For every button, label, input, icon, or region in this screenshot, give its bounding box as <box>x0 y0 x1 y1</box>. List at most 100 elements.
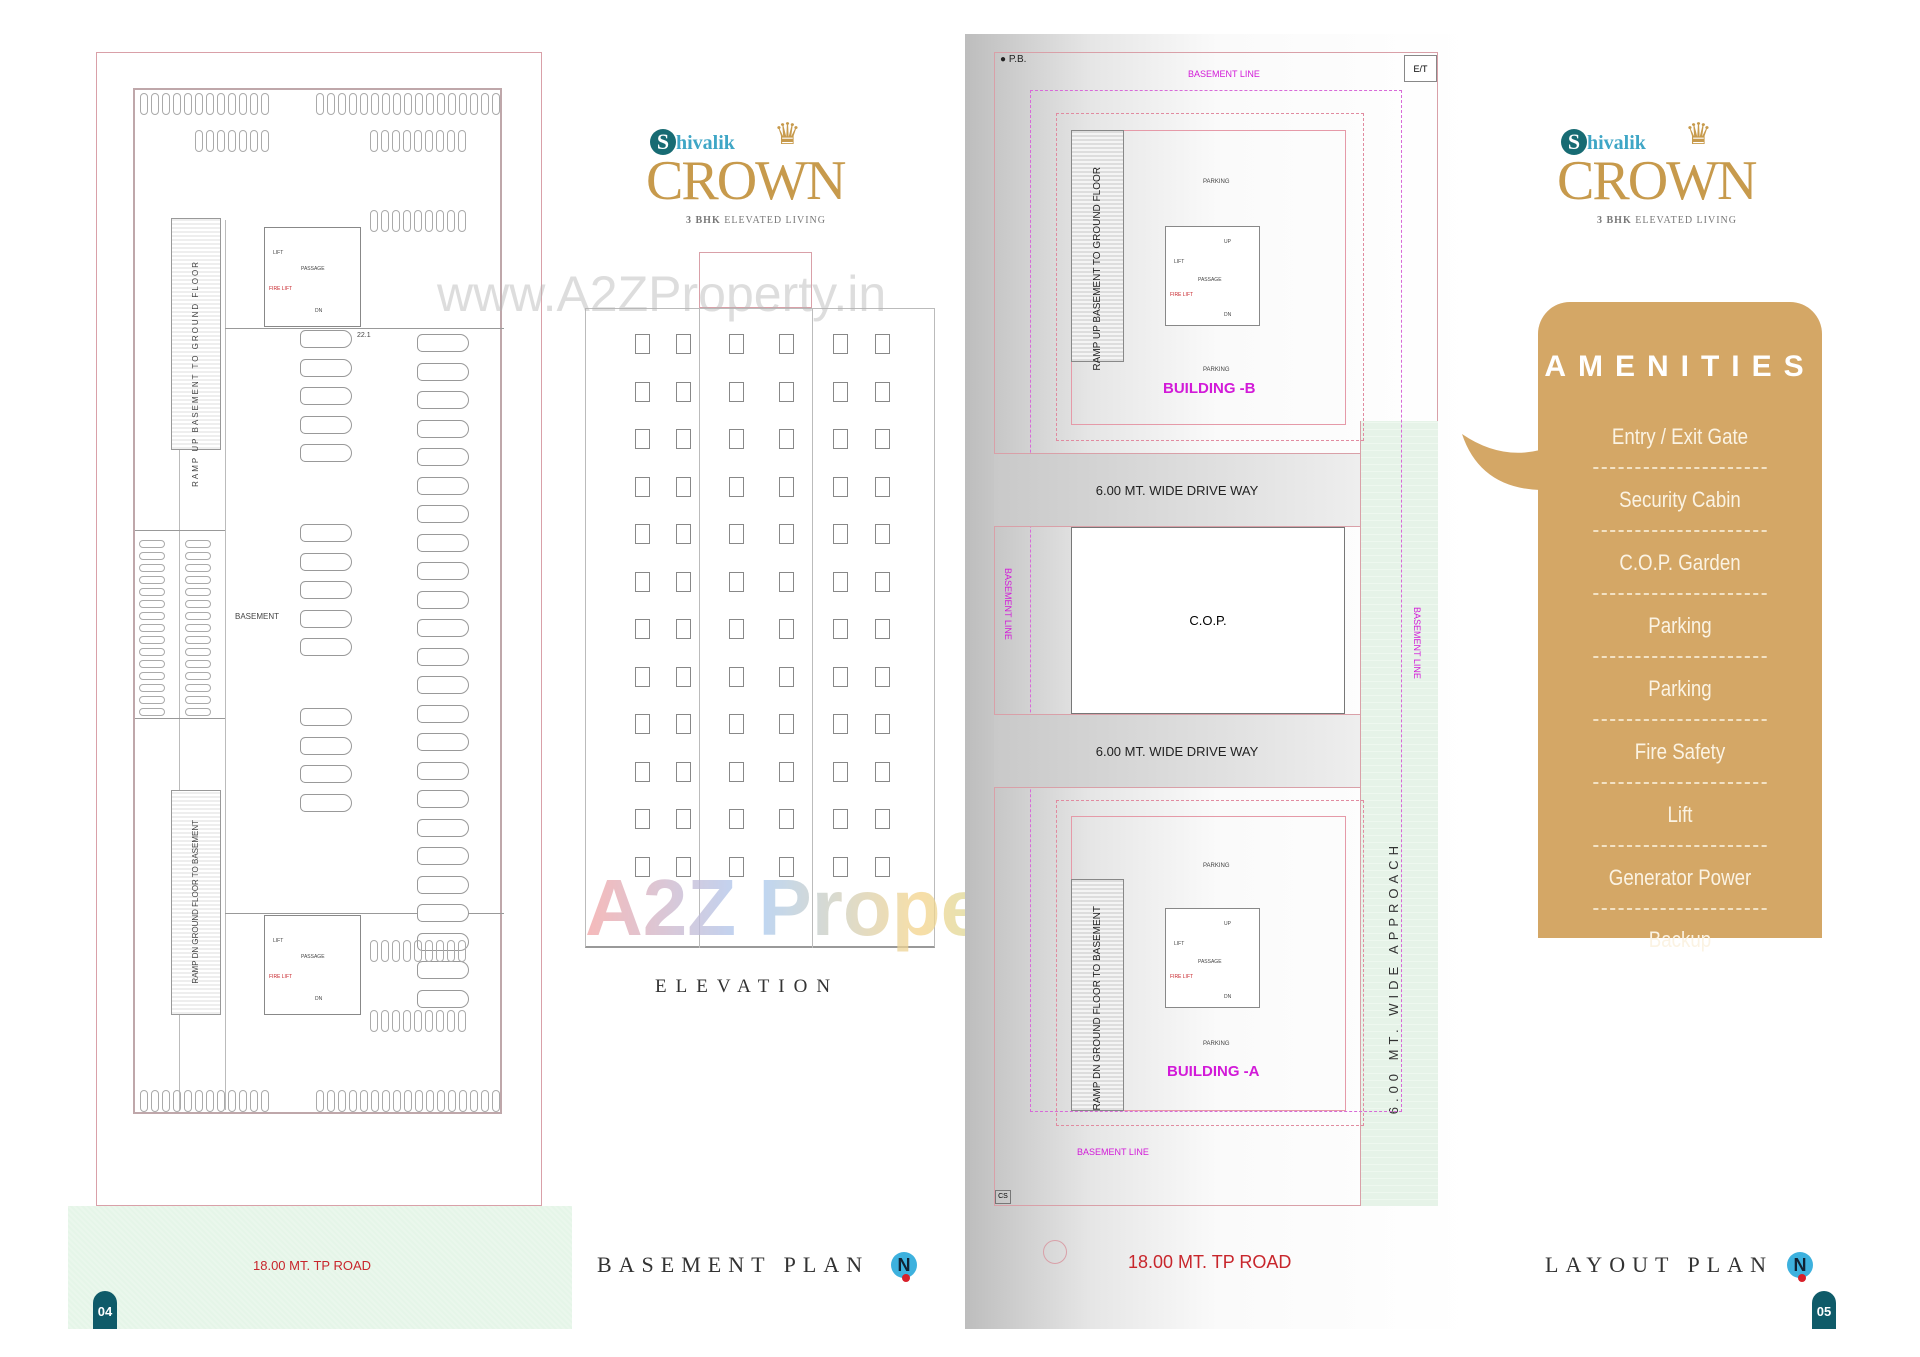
north-icon: N <box>1787 1252 1813 1282</box>
car-bay <box>417 362 469 381</box>
bike-bay <box>173 1090 181 1112</box>
bike-bay <box>447 940 455 962</box>
car-bay <box>300 736 352 755</box>
bike-bay <box>228 93 236 115</box>
bike-bay <box>217 1090 225 1112</box>
bike-bay <box>206 1090 214 1112</box>
bike-bay <box>360 1090 368 1112</box>
bike-bay <box>425 130 433 152</box>
bike-bay <box>217 93 225 115</box>
bike-bay <box>426 93 434 115</box>
basement-line-right: BASEMENT LINE <box>1412 607 1422 679</box>
bike-bay <box>381 210 389 232</box>
car-bay <box>417 989 469 1008</box>
car-bay <box>417 505 469 523</box>
bike-bay <box>393 93 401 115</box>
bike-bay <box>448 1090 456 1112</box>
car-bay <box>300 330 352 348</box>
bike-bay <box>425 210 433 232</box>
bike-bay <box>403 940 411 962</box>
window <box>635 666 650 687</box>
window <box>729 476 744 497</box>
window <box>729 524 744 544</box>
bike-bay <box>370 210 378 232</box>
ramp-up <box>171 218 221 450</box>
bike-bay <box>139 540 165 548</box>
window <box>676 714 691 734</box>
window <box>875 524 890 544</box>
bike-bay <box>371 93 379 115</box>
bike-bay <box>185 708 211 716</box>
window <box>635 856 650 877</box>
bike-bay <box>316 93 324 115</box>
bike-bay <box>195 130 203 152</box>
bike-bay <box>139 696 165 704</box>
basement-line-top: BASEMENT LINE <box>1188 69 1260 79</box>
window <box>729 761 744 782</box>
elevation-drawing <box>585 252 935 948</box>
bike-bay <box>261 130 269 152</box>
bike-bay <box>381 1010 389 1032</box>
window <box>729 429 744 449</box>
bike-bay <box>217 130 225 152</box>
bike-bay <box>381 940 389 962</box>
car-bay <box>417 961 469 979</box>
bike-bay <box>436 1010 444 1032</box>
bike-bay <box>139 624 165 632</box>
bike-bay <box>327 1090 335 1112</box>
bike-bay <box>184 93 192 115</box>
bike-bay <box>481 93 489 115</box>
basement-line-bottom: BASEMENT LINE <box>1077 1147 1149 1157</box>
tp-road-label: 18.00 MT. TP ROAD <box>1128 1252 1292 1272</box>
bike-bay <box>185 612 211 620</box>
window <box>676 856 691 877</box>
window <box>729 619 744 639</box>
window <box>779 761 794 782</box>
bike-bay <box>151 1090 159 1112</box>
bike-bay <box>403 1010 411 1032</box>
car-bay <box>417 818 469 837</box>
bike-bay <box>139 684 165 692</box>
bike-bay <box>349 1090 357 1112</box>
window <box>779 714 794 734</box>
window <box>635 524 650 544</box>
bike-bay <box>185 672 211 680</box>
bike-bay <box>382 93 390 115</box>
window <box>729 381 744 402</box>
bike-bay <box>436 130 444 152</box>
window <box>875 381 890 402</box>
amenity-item: Lift <box>1593 784 1767 847</box>
window <box>779 619 794 639</box>
ramp-down <box>1071 879 1124 1111</box>
bike-bay <box>426 1090 434 1112</box>
bike-bay <box>139 672 165 680</box>
bike-bay <box>458 210 466 232</box>
tp-road-label: 18.00 MT. TP ROAD <box>253 1258 372 1273</box>
basement-plan-drawing: RAMP UP BASEMENT TO GROUND FLOOR RAMP DN… <box>133 88 504 1114</box>
bike-bay <box>228 1090 236 1112</box>
crown-icon: ♛ <box>1685 118 1712 151</box>
ramp-down-label: RAMP DN GROUND FLOOR TO BASEMENT <box>191 820 200 984</box>
car-bay <box>300 358 352 377</box>
bike-bay <box>393 1090 401 1112</box>
pb-marker: ● P.B. <box>1000 54 1027 65</box>
core-top: LIFT FIRE LIFT PASSAGE DN <box>264 227 361 327</box>
window <box>875 571 890 592</box>
core: LIFT FIRE LIFT PASSAGE UP DN <box>1165 908 1260 1008</box>
amenities-title: AMENITIES <box>1544 350 1816 383</box>
bike-bay <box>360 93 368 115</box>
url-watermark: www.A2ZProperty.in <box>437 266 887 322</box>
basement-label: BASEMENT <box>235 612 280 621</box>
dimension-label: 22.1 <box>357 332 371 339</box>
window <box>676 666 691 687</box>
bike-bay <box>184 1090 192 1112</box>
bike-bay <box>392 940 400 962</box>
bike-bay <box>139 588 165 596</box>
approach-strip: 6.00 MT. WIDE APPROACH <box>1360 421 1438 1206</box>
window <box>833 666 848 687</box>
window <box>875 666 890 687</box>
car-bay <box>417 847 469 865</box>
bike-bay <box>414 130 422 152</box>
